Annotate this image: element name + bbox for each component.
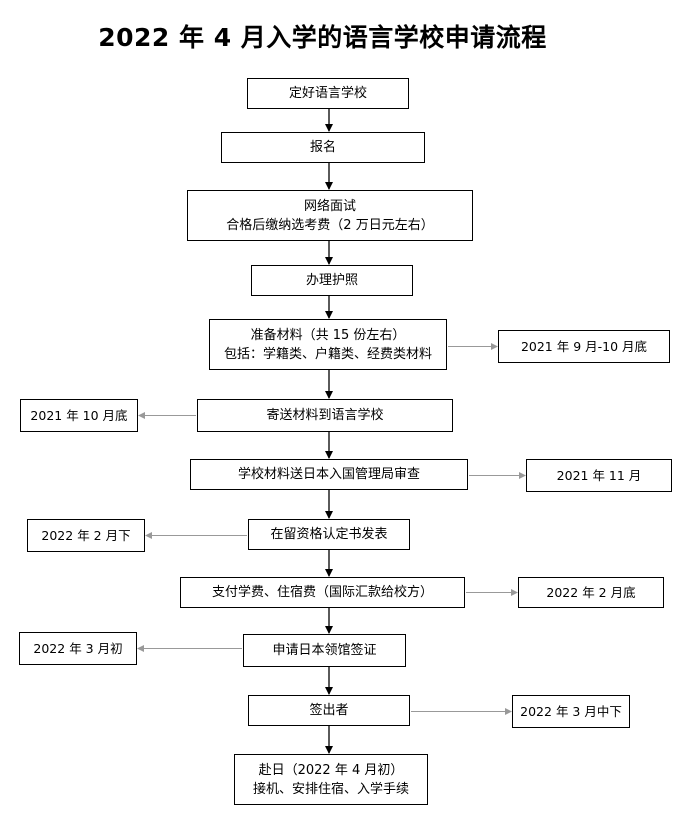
- timeline-note-6: 2022 年 3 月初: [19, 632, 137, 665]
- flow-step-1: 定好语言学校: [247, 78, 409, 109]
- step-text-line: 网络面试: [303, 198, 356, 214]
- step-text-line: 在留资格认定书发表: [270, 527, 388, 542]
- step-text-line: 报名: [309, 140, 336, 155]
- timeline-note-1: 2021 年 9 月-10 月底: [498, 330, 670, 363]
- diagram-title: 2022 年 4 月入学的语言学校申请流程: [98, 23, 547, 52]
- flow-step-10: 申请日本领馆签证: [243, 634, 406, 667]
- flow-step-4: 办理护照: [251, 265, 413, 296]
- step-text-line: 接机、安排住宿、入学手续: [252, 781, 409, 797]
- step-text-line: 签出者: [309, 703, 349, 718]
- step-text-line: 支付学费、住宿费（国际汇款给校方）: [211, 585, 433, 600]
- step-text-line: 申请日本领馆签证: [272, 643, 377, 658]
- timeline-note-4: 2022 年 2 月下: [27, 519, 145, 552]
- timeline-note-7: 2022 年 3 月中下: [512, 695, 630, 728]
- flow-step-3: 网络面试合格后缴纳选考费（2 万日元左右）: [187, 190, 473, 241]
- flow-step-6: 寄送材料到语言学校: [197, 399, 453, 432]
- flow-step-9: 支付学费、住宿费（国际汇款给校方）: [180, 577, 465, 608]
- step-text-line: 定好语言学校: [288, 86, 367, 101]
- flow-step-7: 学校材料送日本入国管理局审查: [190, 459, 468, 490]
- step-text-line: 寄送材料到语言学校: [266, 408, 384, 423]
- flow-step-2: 报名: [221, 132, 425, 163]
- step-text-line: 学校材料送日本入国管理局审查: [237, 467, 420, 482]
- flow-step-11: 签出者: [248, 695, 410, 726]
- flow-step-5: 准备材料（共 15 份左右） 包括：学籍类、户籍类、经费类材料: [209, 319, 447, 370]
- step-text-line: 赴日（2022 年 4 月初）: [258, 762, 404, 778]
- timeline-note-3: 2021 年 11 月: [526, 459, 672, 492]
- timeline-note-2: 2021 年 10 月底: [20, 399, 138, 432]
- step-text-line: 办理护照: [305, 273, 358, 288]
- step-text-line: 合格后缴纳选考费（2 万日元左右）: [226, 217, 434, 233]
- timeline-note-5: 2022 年 2 月底: [518, 577, 664, 608]
- step-text-line: 准备材料（共 15 份左右）: [250, 327, 406, 343]
- step-text-line: 包括：学籍类、户籍类、经费类材料: [223, 346, 432, 362]
- flow-step-8: 在留资格认定书发表: [248, 519, 410, 550]
- flow-step-12: 赴日（2022 年 4 月初） 接机、安排住宿、入学手续: [234, 754, 428, 805]
